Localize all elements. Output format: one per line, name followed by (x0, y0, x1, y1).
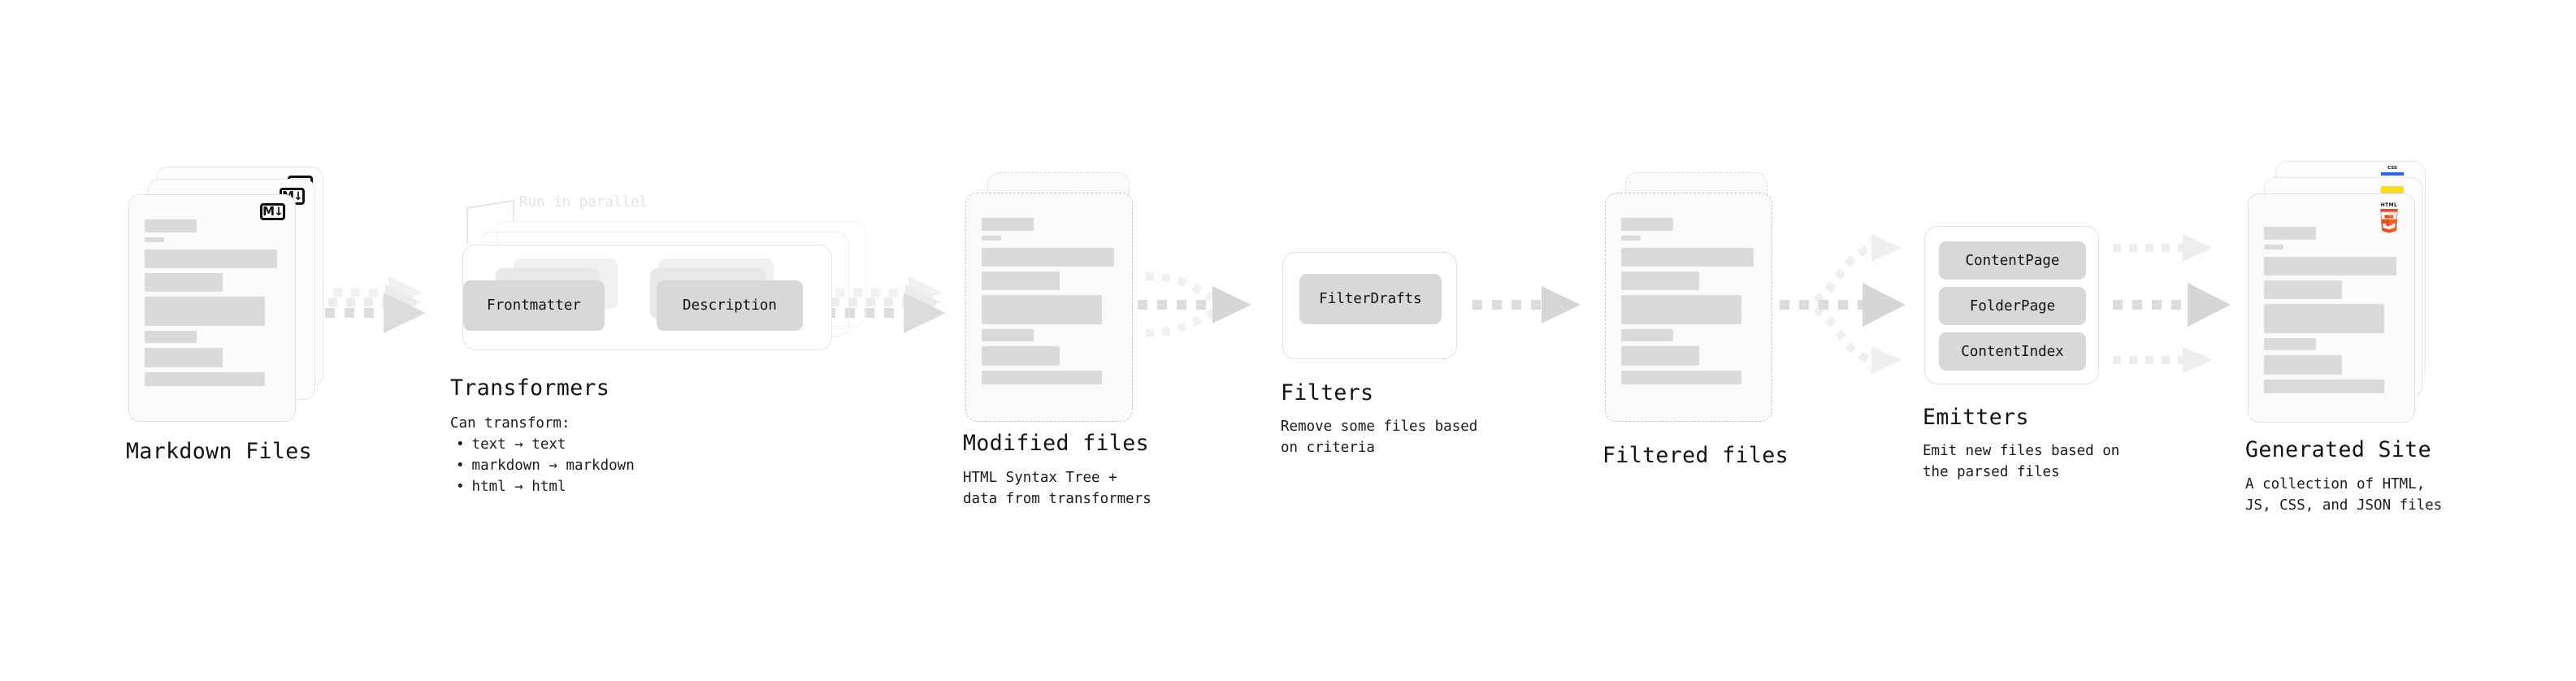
stage-caption-modified-files: HTML Syntax Tree + data from transformer… (963, 467, 1151, 510)
markdown-badge-letter: M (262, 204, 275, 219)
caption-line: Remove some files based (1281, 419, 1478, 435)
arrow-filters-to-filtered (1472, 286, 1581, 323)
stage-title-transformers: Transformers (450, 375, 610, 401)
markdown-file-card-front: M↓ (128, 194, 296, 422)
caption-line: HTML Syntax Tree + (963, 470, 1117, 486)
filtered-file-card-front (1605, 193, 1772, 422)
html5-shield-icon (2380, 209, 2398, 233)
emitter-pill-folderpage[interactable]: FolderPage (1939, 287, 2086, 325)
markdown-badge-arrow: ↓ (274, 205, 284, 219)
css3-icon: CSS (2381, 166, 2404, 176)
markdown-badge-arrow: ↓ (293, 189, 303, 203)
arrow-modified-to-filters (1138, 272, 1251, 337)
caption-line: A collection of HTML, (2245, 476, 2426, 492)
transform-types-list: text → text markdown → markdown html → h… (450, 434, 635, 497)
transform-type-item: markdown → markdown (450, 455, 635, 476)
stage-title-emitters: Emitters (1923, 405, 2029, 430)
modified-file-card-front (965, 193, 1133, 422)
arrow-filtered-to-emitters (1780, 234, 1906, 374)
arrow-markdown-to-transformers (306, 276, 426, 333)
caption-line: Emit new files based on (1923, 443, 2120, 459)
filters-card: FilterDrafts (1282, 252, 1457, 359)
site-file-card-front: HTML (2248, 193, 2415, 423)
caption-line: on criteria (1281, 440, 1375, 456)
stage-caption-emitters: Emit new files based on the parsed files (1923, 440, 2119, 483)
transform-type-item: html → html (450, 476, 635, 497)
stage-caption-filters: Remove some files based on criteria (1281, 416, 1477, 458)
stage-title-generated-site: Generated Site (2245, 437, 2431, 462)
markdown-icon: M↓ (260, 203, 285, 220)
caption-heading: Can transform: (450, 415, 570, 432)
stage-title-filters: Filters (1281, 380, 1374, 406)
transformer-pill-frontmatter[interactable]: Frontmatter (463, 280, 605, 331)
caption-line: JS, CSS, and JSON files (2245, 497, 2443, 514)
stage-caption-transformers: Can transform: text → text markdown → ma… (450, 413, 635, 497)
stage-title-markdown-files: Markdown Files (126, 439, 312, 464)
html5-badge-label: HTML (2380, 202, 2398, 208)
arrow-emitters-to-site (2113, 234, 2231, 374)
filter-pill-filterdrafts[interactable]: FilterDrafts (1299, 274, 1442, 324)
emitter-pill-contentpage[interactable]: ContentPage (1939, 241, 2086, 280)
emitter-pill-contentindex[interactable]: ContentIndex (1939, 332, 2086, 371)
transformer-pill-description[interactable]: Description (657, 280, 803, 331)
document-skeleton-bars (982, 218, 1117, 389)
emitters-card: ContentPage FolderPage ContentIndex (1924, 226, 2099, 384)
caption-line: data from transformers (963, 491, 1151, 507)
document-skeleton-bars (2264, 227, 2399, 398)
stage-title-filtered-files: Filtered files (1602, 443, 1789, 468)
run-in-parallel-label: Run in parallel (519, 194, 648, 210)
css-badge-label: CSS (2387, 166, 2397, 171)
document-skeleton-bars (1621, 218, 1756, 389)
caption-line: the parsed files (1923, 464, 2060, 480)
transform-type-item: text → text (450, 434, 635, 455)
document-skeleton-bars (145, 219, 280, 391)
stage-caption-generated-site: A collection of HTML, JS, CSS, and JSON … (2245, 474, 2442, 516)
stage-title-modified-files: Modified files (963, 431, 1149, 456)
html5-icon: HTML (2377, 202, 2401, 233)
